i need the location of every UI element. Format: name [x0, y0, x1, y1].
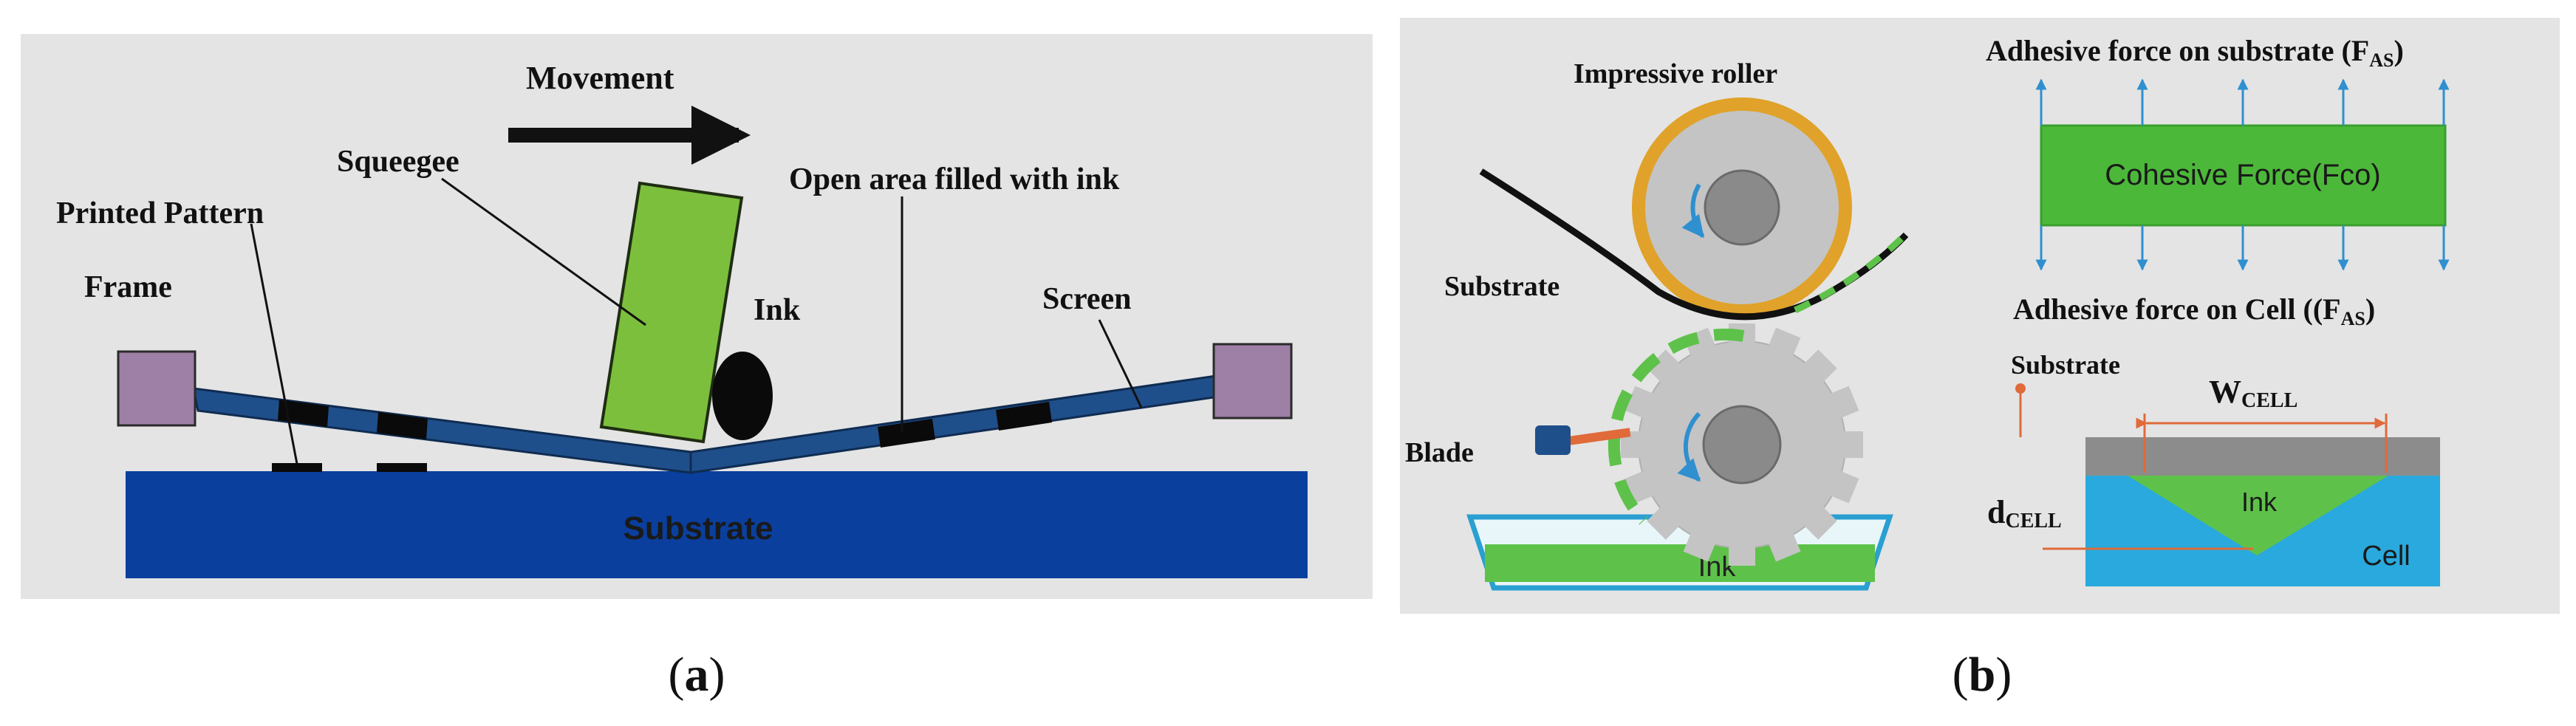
squeegee-blade: [599, 181, 744, 444]
doctor-blade: [1569, 428, 1631, 445]
movement-label: Movement: [526, 60, 674, 96]
frame-right: [1212, 343, 1293, 419]
cohesive-force-label: Cohesive Force(Fco): [2105, 159, 2380, 191]
panel-a: Substrate Movement Squeegee Open area fi…: [21, 34, 1373, 702]
screen-opening-1: [278, 400, 329, 427]
screen-opening-4: [996, 402, 1052, 431]
screen-opening-3: [878, 419, 935, 448]
substrate-label-b: Substrate: [1444, 271, 1559, 302]
ink-pool: [1485, 544, 1875, 582]
adhesive-substrate-label: Adhesive force on substrate (FAS): [1986, 34, 2404, 71]
cell-ink-label: Ink: [2241, 487, 2278, 517]
panel-b: Ink: [1400, 18, 2560, 702]
printed-pattern-leader: [250, 223, 298, 465]
cell-ink-fill: [2128, 476, 2388, 555]
caption-a: (a): [669, 648, 725, 702]
d-cell-label: dCELL: [1987, 494, 2062, 532]
screen-label: Screen: [1042, 282, 1132, 316]
cell-label: Cell: [2362, 541, 2410, 572]
squeegee-label: Squeegee: [337, 145, 459, 179]
printed-pattern-label: Printed Pattern: [56, 196, 264, 230]
transferred-ink-dashes: [1794, 227, 1913, 314]
ink-blob: [712, 352, 773, 440]
frame-left: [117, 350, 197, 427]
blade-label: Blade: [1405, 437, 1474, 468]
doctor-blade-holder: [1535, 425, 1571, 455]
substrate-label-a: Substrate: [623, 510, 773, 547]
impression-roller: [1632, 97, 1852, 318]
gravure-cylinder: [1608, 323, 1863, 566]
adhesive-force-arrows: [2035, 78, 2450, 271]
screen-opening-2: [377, 412, 428, 439]
substrate-web: [1479, 168, 1909, 321]
printed-pattern-piece-2: [377, 463, 427, 472]
caption-b: (b): [1953, 648, 2012, 702]
cell-substrate-pin-head: [2015, 383, 2026, 394]
ink-label: Ink: [754, 293, 801, 327]
substrate-a: [126, 471, 1308, 578]
impressive-roller-label: Impressive roller: [1574, 58, 1777, 89]
w-cell-label: WCELL: [2209, 374, 2297, 412]
screen-leader: [1098, 319, 1143, 408]
open-area-label: Open area filled with ink: [789, 162, 1120, 196]
squeegee-leader: [441, 177, 646, 326]
frame-label: Frame: [84, 270, 172, 304]
adhesive-cell-label: Adhesive force on Cell ((FAS): [2013, 292, 2375, 329]
printed-pattern-piece-1: [272, 463, 322, 472]
cell-substrate-label: Substrate: [2011, 350, 2120, 380]
